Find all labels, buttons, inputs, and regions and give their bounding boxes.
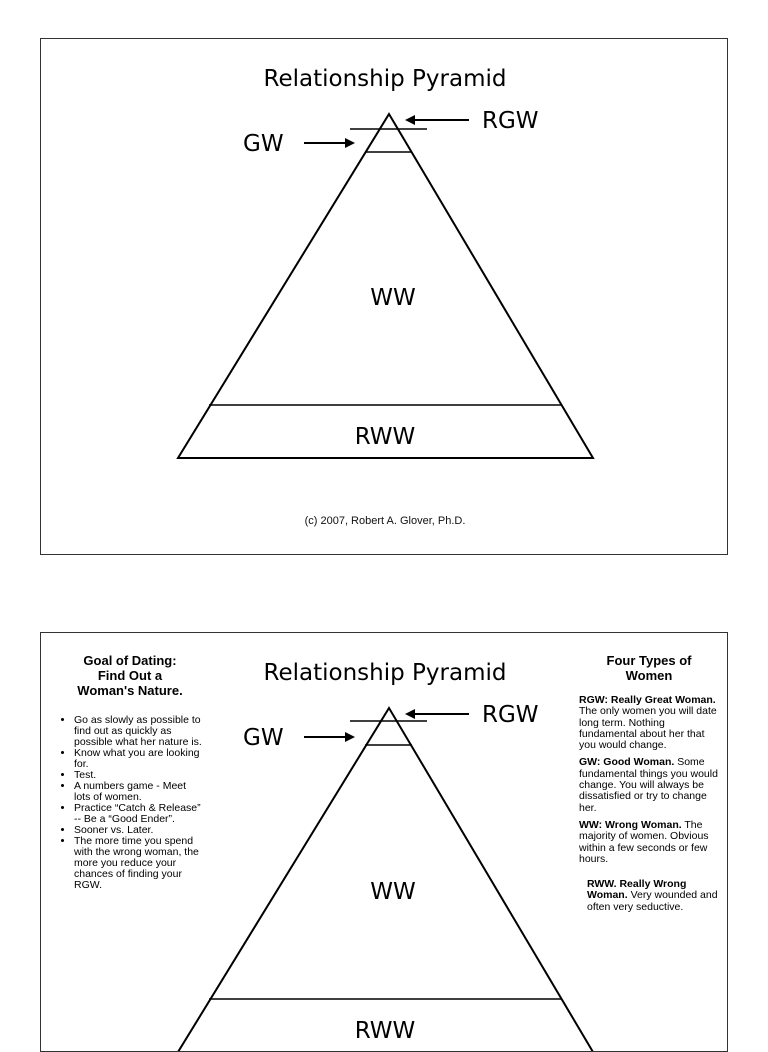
type-rww: RWW. Really Wrong Woman. Very wounded an… bbox=[587, 878, 719, 913]
list-item: Practice “Catch & Release” -- Be a “Good… bbox=[74, 803, 205, 825]
type-term: RWW. Really Wrong Woman. bbox=[587, 878, 687, 902]
heading-line: Goal of Dating: bbox=[83, 653, 177, 668]
rgw-arrow-icon bbox=[405, 709, 415, 719]
type-rgw: RGW: Really Great Woman. The only women … bbox=[579, 694, 719, 752]
type-gw: GW: Good Woman. Some fundamental things … bbox=[579, 756, 719, 814]
dating-goal-list: Go as slowly as possible to find out as … bbox=[55, 715, 205, 891]
type-term: GW: Good Woman. bbox=[579, 756, 675, 769]
heading-line: Woman's Nature. bbox=[77, 683, 183, 698]
label-gw: GW bbox=[243, 131, 284, 157]
list-item: A numbers game - Meet lots of women. bbox=[74, 781, 205, 803]
type-ww: WW: Wrong Woman. The majority of women. … bbox=[579, 818, 719, 865]
list-item: Test. bbox=[74, 770, 205, 781]
label-rww: RWW bbox=[355, 1018, 416, 1044]
pyramid-outline bbox=[177, 706, 594, 1051]
slide-2: Relationship Pyramid RGW GW WW RWW Goal … bbox=[40, 632, 728, 1052]
type-desc: The only women you will date long term. … bbox=[579, 705, 717, 752]
heading-line: Find Out a bbox=[97, 668, 163, 683]
label-ww: WW bbox=[370, 879, 415, 905]
gw-arrow-icon bbox=[345, 732, 355, 742]
dating-goal-heading: Goal of Dating: Find Out a Woman's Natur… bbox=[55, 653, 205, 698]
gw-arrow-icon bbox=[345, 138, 355, 148]
label-ww: WW bbox=[370, 285, 415, 311]
type-term: WW: Wrong Woman. bbox=[579, 818, 682, 831]
pyramid-diagram-1: Relationship Pyramid RGW GW WW RWW bbox=[176, 66, 595, 459]
four-types-panel: Four Types of Women RGW: Really Great Wo… bbox=[579, 653, 719, 919]
list-item: Know what you are looking for. bbox=[74, 748, 205, 770]
type-desc: The majority of women. Obvious within a … bbox=[579, 818, 709, 865]
list-item: Sooner vs. Later. bbox=[74, 825, 205, 836]
copyright-notice: (c) 2007, Robert A. Glover, Ph.D. bbox=[304, 515, 466, 527]
type-desc: Very wounded and often very seductive. bbox=[587, 889, 718, 913]
slide-1: Relationship Pyramid RGW GW WW RWW (c) 2… bbox=[40, 38, 728, 555]
type-desc: Some fundamental things you would change… bbox=[579, 756, 718, 814]
slide-1-title: Relationship Pyramid bbox=[264, 66, 507, 92]
label-gw: GW bbox=[243, 725, 284, 751]
rgw-arrow-icon bbox=[405, 115, 415, 125]
label-rgw: RGW bbox=[482, 702, 539, 728]
pyramid-outline bbox=[176, 112, 595, 459]
four-types-heading: Four Types of Women bbox=[579, 653, 719, 683]
list-item: Go as slowly as possible to find out as … bbox=[74, 715, 205, 748]
list-item: The more time you spend with the wrong w… bbox=[74, 836, 205, 891]
heading-line: Four Types of bbox=[606, 653, 692, 668]
label-rww: RWW bbox=[355, 424, 416, 450]
label-rgw: RGW bbox=[482, 108, 539, 134]
slide-2-title: Relationship Pyramid bbox=[264, 660, 507, 686]
heading-line: Women bbox=[625, 668, 673, 683]
type-term: RGW: Really Great Woman. bbox=[579, 694, 716, 706]
dating-goal-panel: Goal of Dating: Find Out a Woman's Natur… bbox=[55, 653, 205, 891]
